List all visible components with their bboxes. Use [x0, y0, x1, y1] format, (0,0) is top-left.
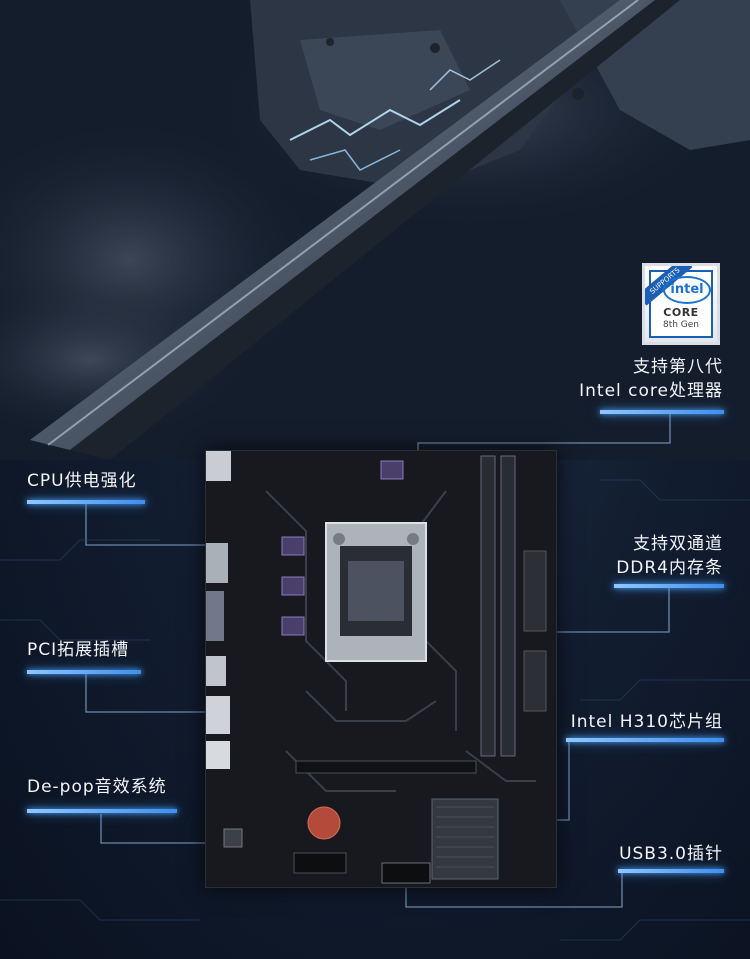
badge-core-text: CORE: [663, 306, 699, 319]
depop-audio-label: De-pop音效系统: [27, 777, 167, 797]
usb-header-label: USB3.0插针: [619, 844, 723, 864]
cpu-support-label-line2: Intel core处理器: [579, 381, 723, 401]
cpu-power-label: CPU供电强化: [27, 471, 137, 491]
badge-gen-text: 8th Gen: [662, 320, 700, 330]
pci-slot-label: PCI拓展插槽: [27, 640, 130, 660]
cpu-power-underline: [27, 500, 145, 504]
cpu-support-underline: [600, 410, 724, 414]
memory-label-line2: DDR4内存条: [616, 558, 723, 578]
memory-underline: [614, 584, 724, 588]
intel-core-8th-gen-badge: SUPPORTS intel CORE 8th Gen: [642, 263, 720, 345]
chipset-label: Intel H310芯片组: [570, 712, 723, 732]
cpu-support-label-line1: 支持第八代: [633, 357, 723, 377]
intel-logo: intel: [663, 276, 711, 304]
usb-header-underline: [618, 869, 724, 873]
depop-audio-underline: [27, 809, 177, 813]
hero-scene-blade: [0, 0, 750, 460]
memory-label-line1: 支持双通道: [633, 534, 723, 554]
chipset-underline: [566, 738, 724, 742]
pci-slot-underline: [27, 670, 141, 674]
motherboard-image: [205, 450, 557, 888]
